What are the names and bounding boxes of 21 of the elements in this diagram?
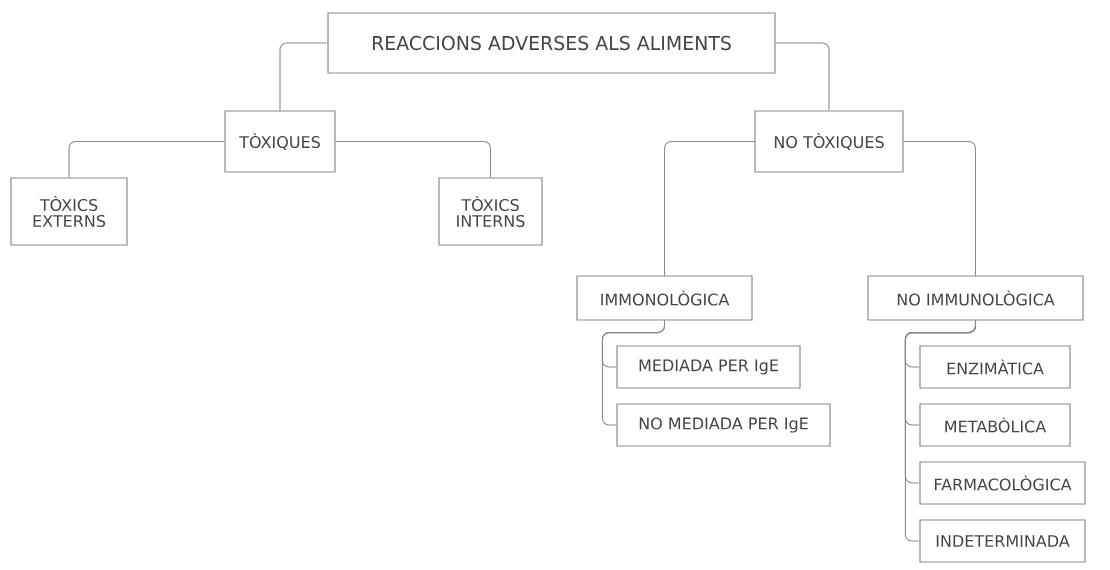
topic-box: REACCIONS ADVERSES ALS ALIMENTS xyxy=(327,12,776,74)
connector-line xyxy=(775,42,830,111)
connector-line xyxy=(335,140,492,178)
topic-box: TÒXICS EXTERNS xyxy=(10,177,128,246)
connector-line xyxy=(903,140,977,276)
connector-line xyxy=(279,42,328,111)
connector-line xyxy=(68,140,225,178)
topic-box: INDETERMINADA xyxy=(919,519,1086,563)
topic-box: TÒXICS INTERNS xyxy=(438,177,543,246)
topic-box: FARMACOLÒGICA xyxy=(919,461,1086,505)
topic-box: ENZIMÀTICA xyxy=(919,345,1071,389)
topic-box: MEDIADA PER IgE xyxy=(616,345,801,389)
connector-line xyxy=(601,320,666,426)
topic-box: NO IMMUNOLÒGICA xyxy=(867,275,1084,321)
topic-box: METABÒLICA xyxy=(919,403,1071,447)
topic-box: NO MEDIADA PER IgE xyxy=(616,403,831,447)
topic-box: TÒXIQUES xyxy=(224,110,336,173)
connector-line xyxy=(663,140,755,276)
connector-line xyxy=(904,320,977,542)
topic-box: NO TÒXIQUES xyxy=(754,110,904,173)
topic-box: IMMONOLÒGICA xyxy=(576,275,753,321)
